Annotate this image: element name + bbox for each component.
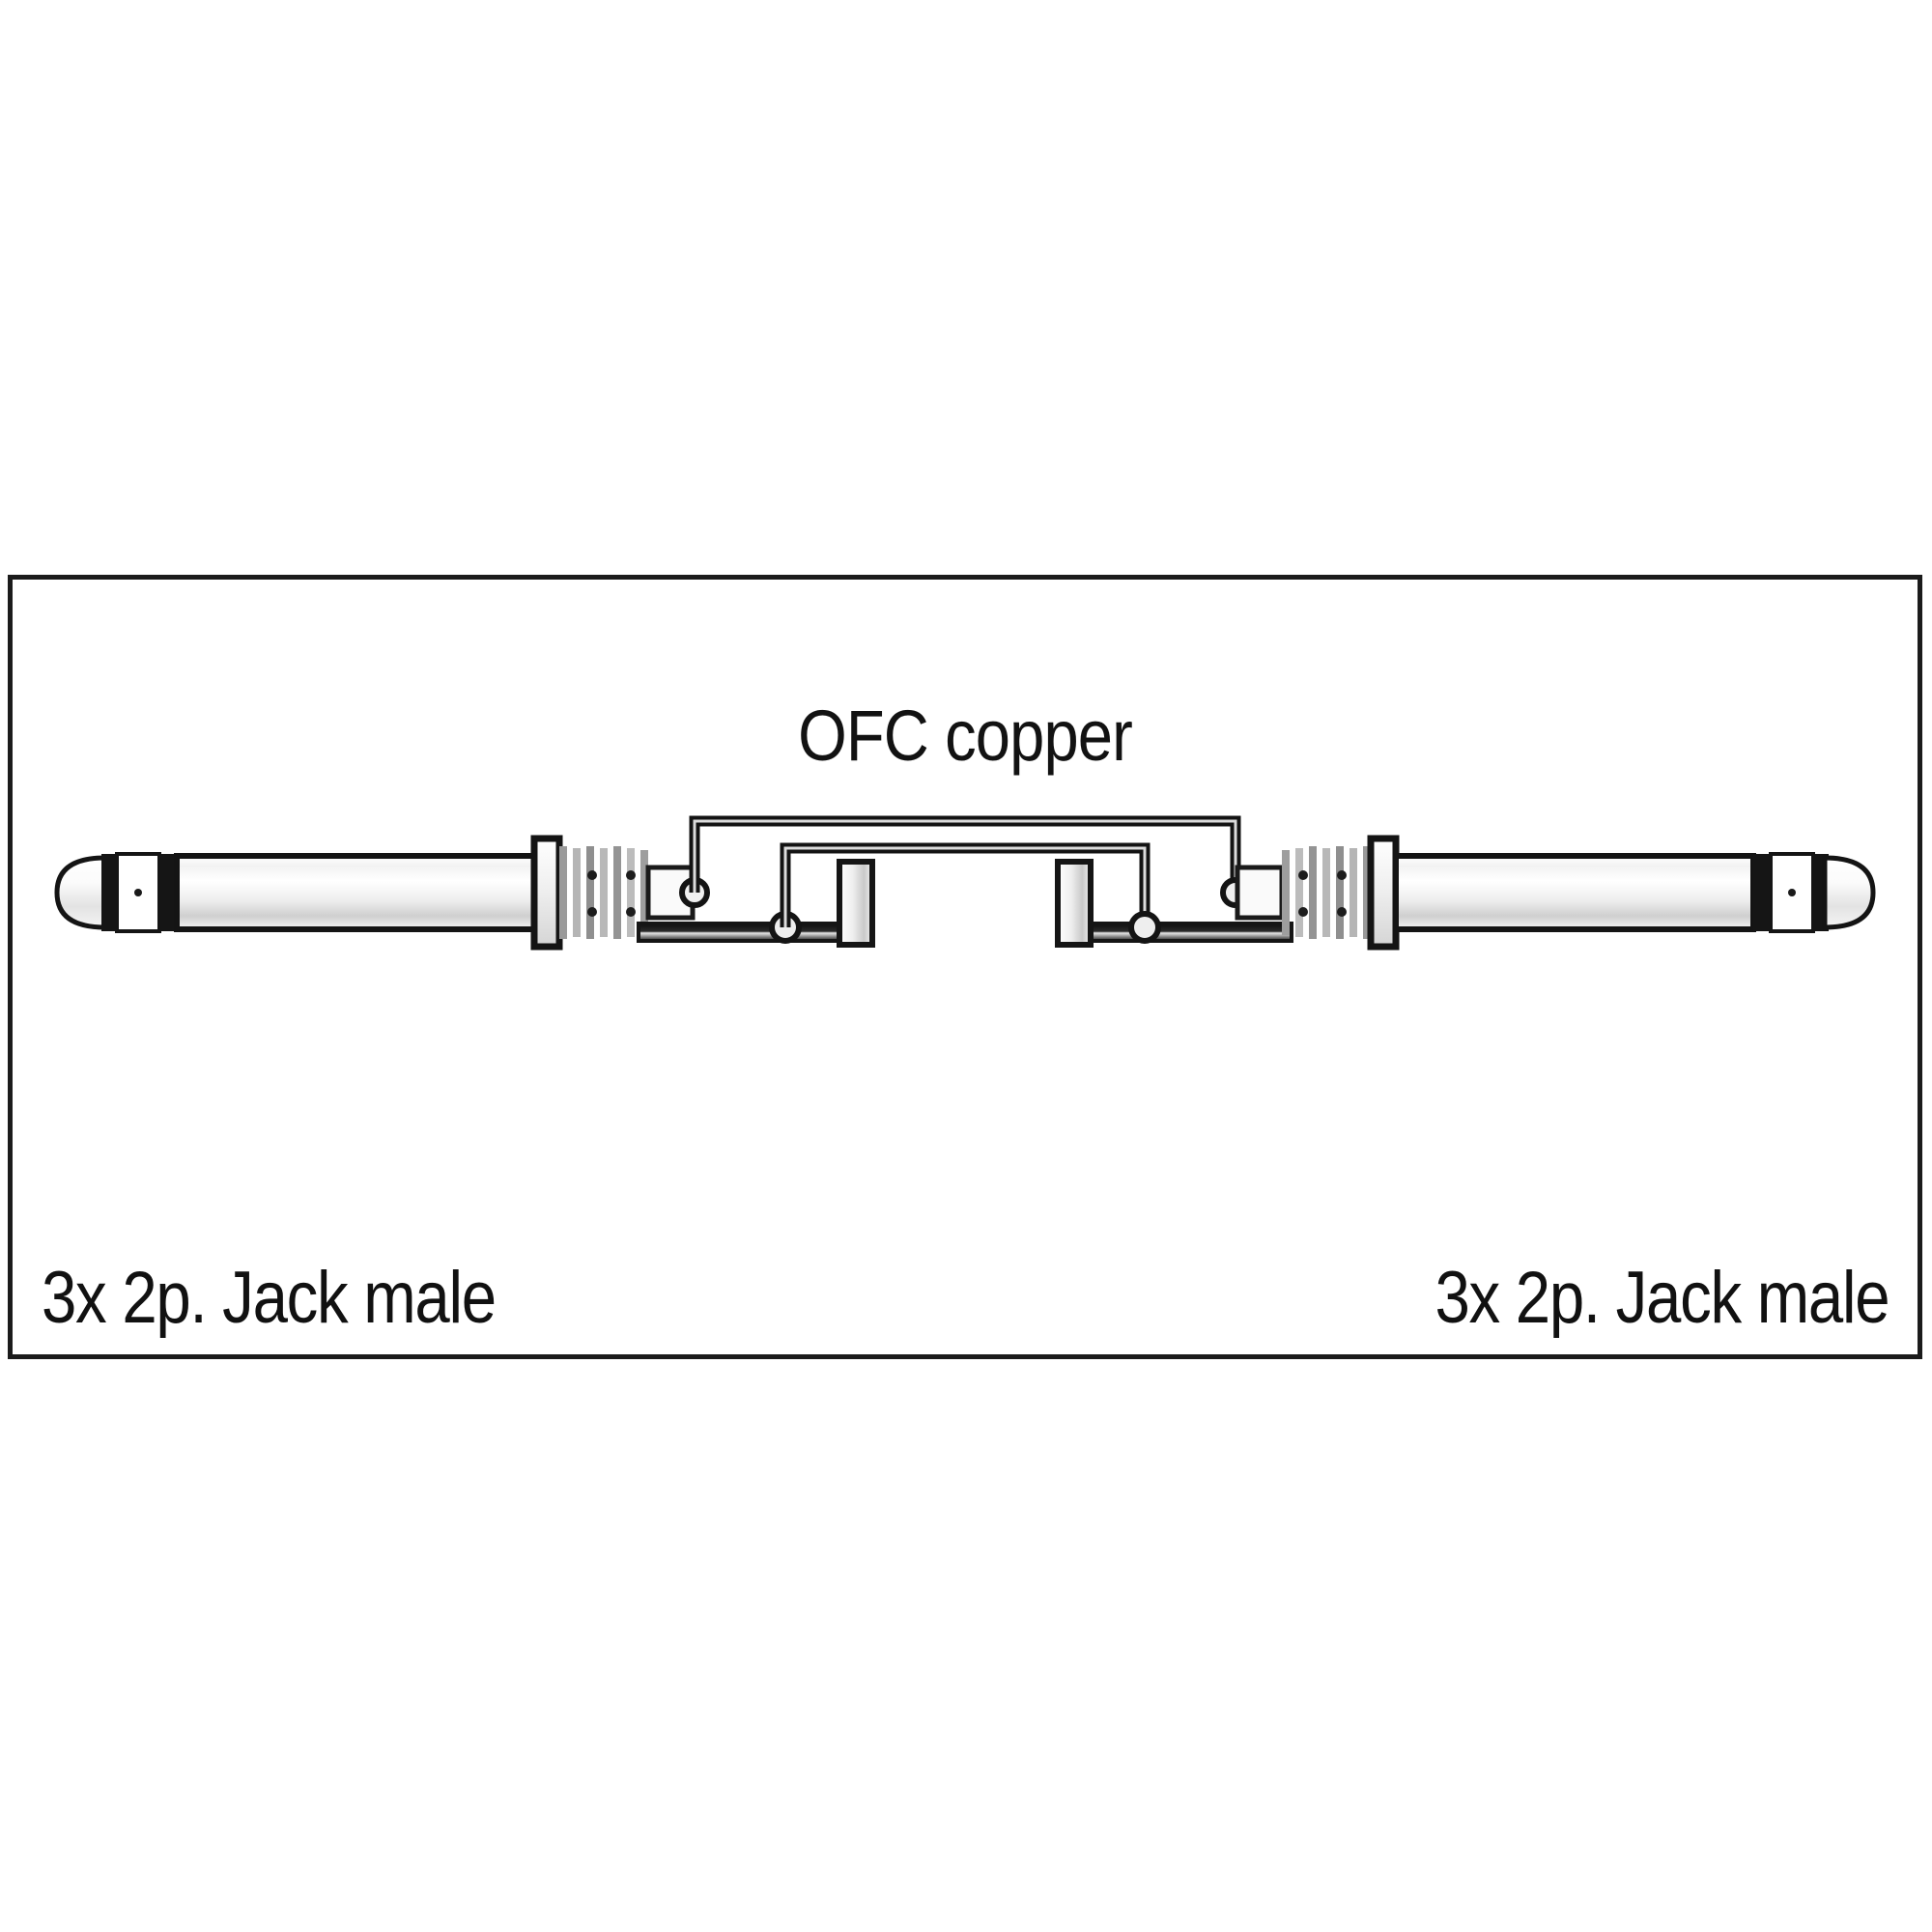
left-blade-tab <box>837 859 875 948</box>
cable-type-label: OFC copper <box>798 696 1133 776</box>
left-jack-collar-flange <box>530 835 563 951</box>
left-jack-tip-ring <box>101 854 117 931</box>
left-jack-ring-segment <box>115 852 161 933</box>
left-strain-relief-spring <box>559 846 648 939</box>
right-jack-collar-flange <box>1367 835 1400 951</box>
connector-illustration <box>13 811 1918 1063</box>
right-connector-label: 3x 2p. Jack male <box>1435 1257 1889 1339</box>
left-solder-tabs <box>637 859 875 948</box>
right-jack-connector <box>1220 835 1876 951</box>
right-strain-relief-spring <box>1282 846 1371 939</box>
right-lower-tab-strip <box>1067 922 1293 943</box>
left-lower-tab-strip <box>637 922 863 943</box>
right-jack-tip <box>1822 855 1876 930</box>
left-jack-insulator <box>159 854 177 931</box>
right-jack-insulator <box>1753 854 1771 931</box>
right-blade-tab <box>1055 859 1094 948</box>
cable-schematic-svg <box>54 815 1876 951</box>
diagram-panel: OFC copper <box>8 575 1922 1359</box>
right-sleeve-solder-dot <box>1128 911 1161 944</box>
right-jack-ring-marker <box>1788 889 1796 896</box>
right-solder-tabs <box>1055 859 1293 948</box>
left-jack-connector <box>54 835 710 951</box>
left-jack-tip <box>54 855 108 930</box>
cable-type-heading-area: OFC copper <box>13 580 1918 821</box>
right-jack-sleeve-shaft <box>1393 853 1756 932</box>
conductor-wires <box>689 815 1241 927</box>
right-jack-cable-entry <box>1235 865 1285 921</box>
wire-outer-loop <box>689 815 1241 893</box>
wire-outer-highlight <box>693 819 1237 893</box>
wire-inner-highlight <box>783 846 1147 927</box>
left-jack-ring-marker <box>134 889 142 896</box>
left-jack-sleeve-shaft <box>174 853 537 932</box>
left-connector-label: 3x 2p. Jack male <box>42 1257 497 1339</box>
